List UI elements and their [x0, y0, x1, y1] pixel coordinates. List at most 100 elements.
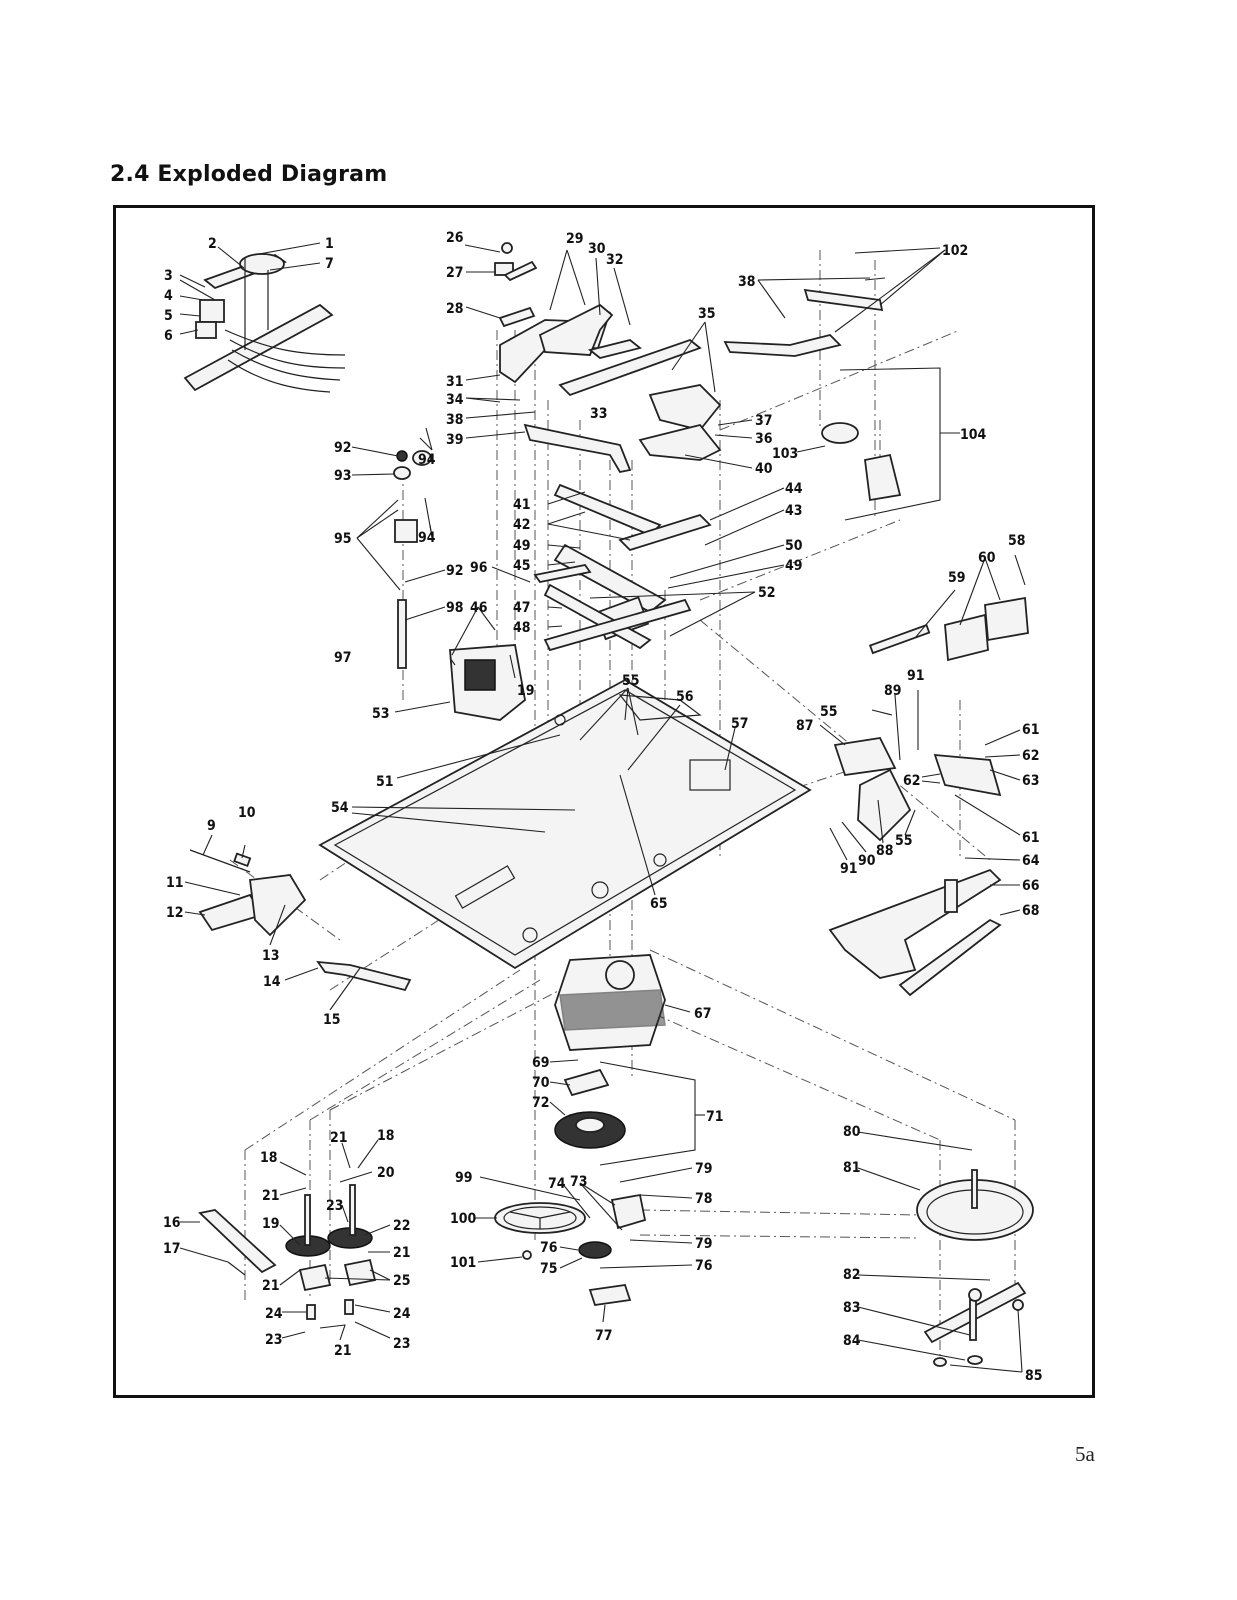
- callout-58: 58: [1008, 533, 1026, 549]
- callout-94-bottom: 94: [418, 530, 436, 546]
- callout-22: 22: [393, 1218, 411, 1234]
- callout-75: 75: [540, 1261, 558, 1277]
- callout-55-lower: 55: [895, 833, 913, 849]
- upper-right-parts: [723, 288, 902, 502]
- alignment-lines: [229, 250, 1016, 1360]
- callout-26: 26: [446, 230, 464, 246]
- callout-46: 46: [470, 600, 488, 616]
- callout-14: 14: [263, 974, 281, 990]
- callout-9: 9: [207, 818, 216, 834]
- callout-59: 59: [948, 570, 966, 586]
- callout-67: 67: [694, 1006, 712, 1022]
- callout-5: 5: [164, 308, 173, 324]
- callout-82: 82: [843, 1267, 861, 1283]
- callout-21-lower-left: 21: [262, 1278, 280, 1294]
- callout-99: 99: [455, 1170, 473, 1186]
- callout-6: 6: [164, 328, 173, 344]
- callout-29: 29: [566, 231, 584, 247]
- callout-54: 54: [331, 800, 349, 816]
- callout-89: 89: [884, 683, 902, 699]
- callout-98: 98: [446, 600, 464, 616]
- callout-100: 100: [450, 1211, 477, 1227]
- callout-61-bottom: 61: [1022, 830, 1040, 846]
- callout-labels: 1 2 7 3 4 5 6 26 27 28 29 30 32 31 34 33…: [163, 230, 1043, 1384]
- callout-102: 102: [942, 243, 968, 259]
- callout-43: 43: [785, 503, 803, 519]
- callout-103: 103: [772, 446, 798, 462]
- callout-20: 20: [377, 1165, 395, 1181]
- callout-40: 40: [755, 461, 773, 477]
- callout-24-left: 24: [265, 1306, 283, 1322]
- callout-74: 74: [548, 1176, 566, 1192]
- callout-104: 104: [960, 427, 987, 443]
- callout-76-right: 76: [695, 1258, 713, 1274]
- callout-18-right: 18: [377, 1128, 395, 1144]
- callout-92-top: 92: [334, 440, 352, 456]
- page-number: 5a: [1075, 1442, 1095, 1466]
- callout-33: 33: [590, 406, 608, 422]
- callout-90: 90: [858, 853, 876, 869]
- callout-7: 7: [325, 256, 334, 272]
- callout-3: 3: [164, 268, 173, 284]
- callout-39: 39: [446, 432, 464, 448]
- callout-48: 48: [513, 620, 531, 636]
- callout-55-center: 55: [622, 673, 640, 689]
- callout-81: 81: [843, 1160, 861, 1176]
- callout-36: 36: [755, 431, 773, 447]
- callout-28: 28: [446, 301, 464, 317]
- callout-71: 71: [706, 1109, 724, 1125]
- callout-85: 85: [1025, 1368, 1043, 1384]
- callout-96: 96: [470, 560, 488, 576]
- callout-93: 93: [334, 468, 352, 484]
- callout-65: 65: [650, 896, 668, 912]
- callout-73: 73: [570, 1174, 588, 1190]
- callout-23-upper: 23: [326, 1198, 344, 1214]
- callout-55-right: 55: [820, 704, 838, 720]
- callout-77: 77: [595, 1328, 613, 1344]
- callout-24-right: 24: [393, 1306, 411, 1322]
- callout-72: 72: [532, 1095, 550, 1111]
- callout-62-top: 62: [1022, 748, 1040, 764]
- motor-parts: [554, 954, 666, 1149]
- callout-91-bottom: 91: [840, 861, 858, 877]
- callout-32: 32: [606, 252, 624, 268]
- callout-64: 64: [1022, 853, 1040, 869]
- callout-60: 60: [978, 550, 996, 566]
- callout-19-lower: 19: [262, 1216, 280, 1232]
- callout-31: 31: [446, 374, 464, 390]
- callout-41: 41: [513, 497, 531, 513]
- callout-23-left: 23: [265, 1332, 283, 1348]
- callout-78: 78: [695, 1191, 713, 1207]
- leader-lines: [179, 242, 1026, 1373]
- callout-49-left: 49: [513, 538, 531, 554]
- callout-101: 101: [450, 1255, 476, 1271]
- callout-79-bottom: 79: [695, 1236, 713, 1252]
- callout-62-mid: 62: [903, 773, 921, 789]
- right-mid-parts: [828, 596, 1029, 997]
- callout-97: 97: [334, 650, 352, 666]
- callout-91-top: 91: [907, 668, 925, 684]
- reel-parts: [198, 1184, 377, 1320]
- callout-56: 56: [676, 689, 694, 705]
- callout-21-top: 21: [330, 1130, 348, 1146]
- callout-70: 70: [532, 1075, 550, 1091]
- callout-38-left: 38: [446, 412, 464, 428]
- section-title: 2.4 Exploded Diagram: [110, 162, 388, 187]
- callout-27: 27: [446, 265, 464, 281]
- callout-21-right: 21: [393, 1245, 411, 1261]
- callout-12: 12: [166, 905, 184, 921]
- callout-35: 35: [698, 306, 716, 322]
- callout-4: 4: [164, 288, 173, 304]
- flywheel-parts: [916, 1169, 1034, 1367]
- callout-16: 16: [163, 1215, 181, 1231]
- callout-63: 63: [1022, 773, 1040, 789]
- callout-50: 50: [785, 538, 803, 554]
- callout-1: 1: [325, 236, 334, 252]
- callout-68: 68: [1022, 903, 1040, 919]
- callout-49-right: 49: [785, 558, 803, 574]
- callout-61-top: 61: [1022, 722, 1040, 738]
- callout-10: 10: [238, 805, 256, 821]
- callout-51: 51: [376, 774, 394, 790]
- callout-84: 84: [843, 1333, 861, 1349]
